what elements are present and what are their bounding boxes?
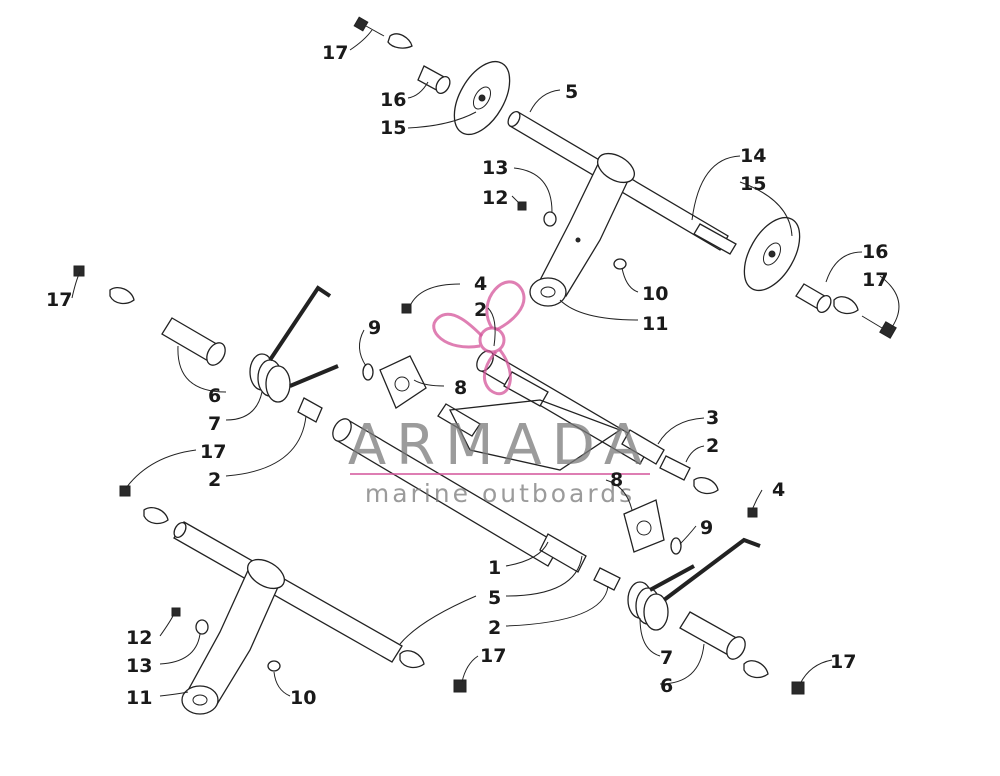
center-cross-assembly — [297, 303, 758, 591]
callout-10: 10 — [290, 687, 316, 709]
callout-labels: 17 16 15 5 14 15 13 12 16 17 10 11 4 2 1… — [46, 42, 888, 709]
callout-4: 4 — [474, 273, 487, 295]
right-torsion-spring-7 — [627, 537, 761, 631]
right-bushing-bracket — [623, 499, 665, 553]
upper-washer-13 — [543, 211, 557, 227]
callout-13: 13 — [482, 157, 508, 179]
left-clip — [362, 363, 374, 381]
leader-lines — [71, 29, 900, 697]
callout-17: 17 — [480, 645, 506, 667]
upper-left-bolt — [353, 16, 413, 49]
callout-17: 17 — [862, 269, 888, 291]
callout-16: 16 — [862, 241, 888, 263]
lower-shaft — [173, 521, 403, 663]
upper-right-bolt — [833, 296, 897, 339]
callout-3: 3 — [706, 407, 719, 429]
callout-2: 2 — [706, 435, 719, 457]
left-bolt-17b — [119, 485, 169, 525]
lower-nut-10 — [267, 660, 281, 672]
callout-17: 17 — [46, 289, 72, 311]
lower-bolt-12 — [171, 607, 181, 617]
callout-17: 17 — [830, 651, 856, 673]
upper-left-spacer — [417, 65, 451, 95]
upper-arm-link — [529, 152, 635, 307]
lower-arm-assembly — [119, 485, 467, 715]
callout-10: 10 — [642, 283, 668, 305]
callout-15: 15 — [740, 173, 766, 195]
callout-12: 12 — [482, 187, 508, 209]
right-bolt-17 — [791, 681, 805, 695]
watermark-propeller-logo — [432, 280, 526, 396]
callout-7: 7 — [208, 413, 221, 435]
left-torsion-spring-7 — [249, 285, 339, 403]
callout-4: 4 — [772, 479, 785, 501]
left-bushing — [297, 397, 323, 423]
callout-11: 11 — [126, 687, 152, 709]
callout-15: 15 — [380, 117, 406, 139]
lower-bolt-17 — [453, 679, 467, 693]
watermark-brand: ARMADA — [348, 413, 652, 478]
left-bolt-17a — [73, 265, 135, 305]
callout-8: 8 — [454, 377, 467, 399]
callout-6: 6 — [208, 385, 221, 407]
upper-nut-10 — [613, 258, 627, 270]
lower-washer-13 — [195, 619, 209, 635]
callout-17: 17 — [322, 42, 348, 64]
callout-11: 11 — [642, 313, 668, 335]
callout-5: 5 — [488, 587, 501, 609]
callout-13: 13 — [126, 655, 152, 677]
callout-1: 1 — [488, 557, 501, 579]
callout-16: 16 — [380, 89, 406, 111]
callout-9: 9 — [368, 317, 381, 339]
right-spring-assembly — [627, 537, 805, 695]
upper-bolt-12 — [517, 201, 527, 211]
left-spring-assembly — [73, 265, 339, 403]
watermark-tagline: marine outboards — [365, 479, 635, 508]
callout-2: 2 — [208, 469, 221, 491]
callout-17: 17 — [200, 441, 226, 463]
upper-arm-assembly — [353, 16, 897, 339]
center-bolt-4 — [401, 303, 412, 314]
callout-6: 6 — [660, 675, 673, 697]
upper-right-spacer — [795, 283, 832, 314]
right-clip — [670, 537, 682, 555]
callout-5: 5 — [565, 81, 578, 103]
left-bushing-bracket — [379, 355, 427, 409]
upper-right-wheel — [743, 217, 801, 291]
callout-9: 9 — [700, 517, 713, 539]
callout-8: 8 — [610, 469, 623, 491]
callout-12: 12 — [126, 627, 152, 649]
callout-2: 2 — [474, 299, 487, 321]
upper-left-wheel — [453, 61, 511, 135]
right-bushing — [659, 455, 691, 481]
callout-7: 7 — [660, 647, 673, 669]
callout-14: 14 — [740, 145, 766, 167]
callout-2: 2 — [488, 617, 501, 639]
lower-bushing — [593, 567, 621, 591]
